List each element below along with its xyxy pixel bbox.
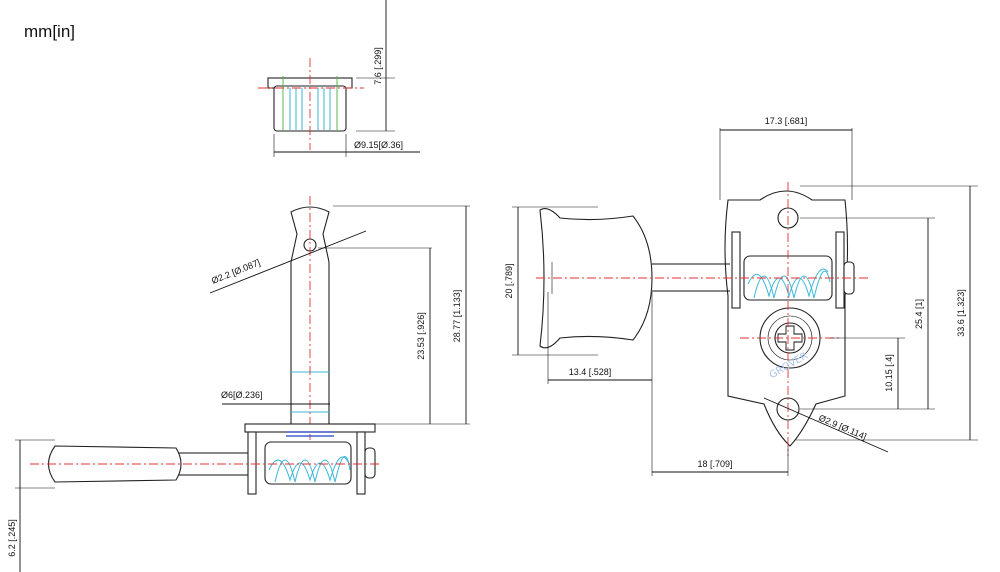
- dim-button-width: 13.4 [.528]: [569, 367, 612, 377]
- dim-post-hole: Ø2.2 [Ø.087]: [210, 257, 262, 286]
- bushing-drawing: [258, 0, 420, 157]
- dim-bushing-diameter: Ø9.15[Ø.36]: [354, 140, 403, 150]
- dim-button-height: 20 [.789]: [504, 263, 514, 298]
- dim-hole-spacing: 25.4 [1]: [914, 299, 924, 329]
- dim-plate-width: 17.3 [.681]: [765, 116, 808, 126]
- side-view-drawing: [15, 196, 470, 572]
- dim-bushing-height: 7.6 [.299]: [373, 47, 383, 85]
- front-view-drawing: [512, 128, 978, 476]
- dim-post-diameter: Ø6[Ø.236]: [221, 390, 263, 400]
- dim-side-offset: 6.2 [.245]: [7, 519, 17, 557]
- dim-gear-offset: 10.15 [.4]: [884, 354, 894, 392]
- dim-screw-hole: Ø2.9 [Ø.114]: [817, 413, 868, 442]
- dim-post-height-total: 28.77 [1.133]: [452, 290, 462, 343]
- dim-plate-height: 33.6 [1.323]: [956, 289, 966, 337]
- units-label: mm[in]: [24, 22, 75, 41]
- dim-shaft-length: 18 [.709]: [697, 459, 732, 469]
- dim-post-height-small: 23.53 [.926]: [416, 312, 426, 360]
